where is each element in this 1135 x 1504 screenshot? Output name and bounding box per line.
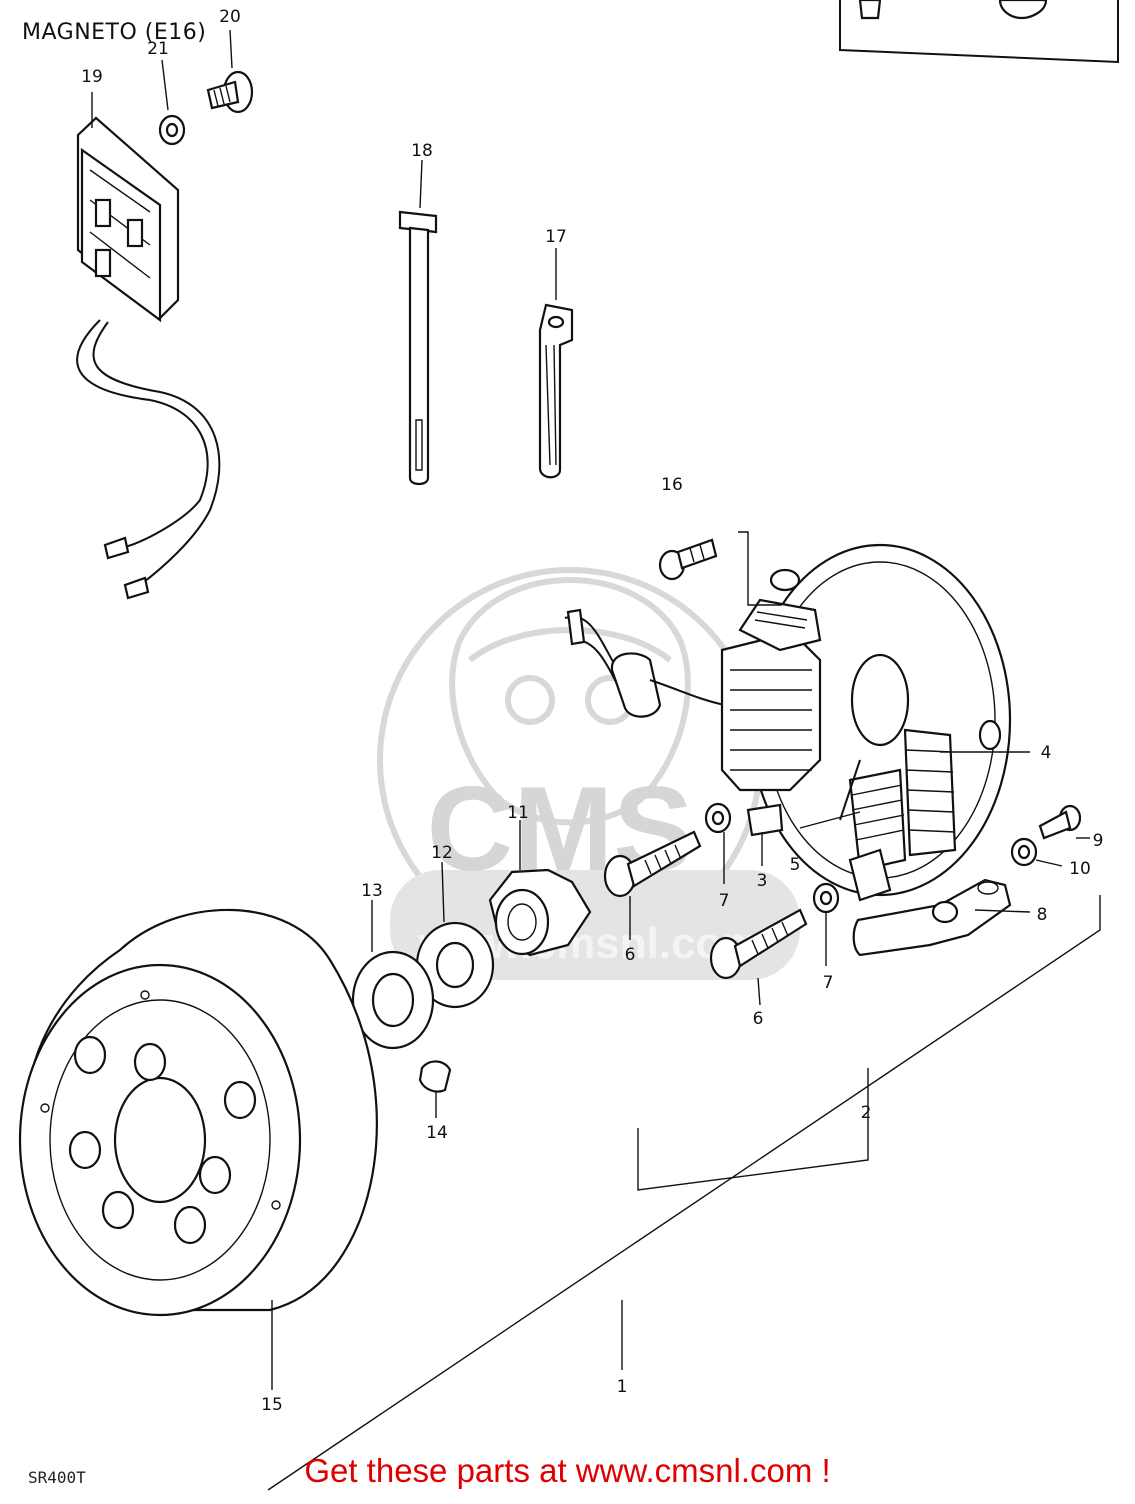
part-9-screw xyxy=(1038,804,1082,840)
part-7-washer-upper xyxy=(704,802,732,834)
callout-10: 10 xyxy=(1069,859,1091,879)
part-14-washer xyxy=(351,950,435,1050)
model-code: SR400T xyxy=(28,1468,86,1487)
part-17-wire-clamp xyxy=(538,303,574,479)
callout-4: 4 xyxy=(1041,743,1052,763)
callout-7-upper: 7 xyxy=(719,891,730,911)
callout-3: 3 xyxy=(757,871,768,891)
part-16-screw xyxy=(658,538,718,581)
part-12-nut xyxy=(488,868,592,957)
callout-6-upper: 6 xyxy=(625,945,636,965)
callout-17: 17 xyxy=(545,227,567,247)
part-21-lock-washer xyxy=(158,114,186,146)
callout-20: 20 xyxy=(219,7,241,27)
callout-5: 5 xyxy=(790,855,801,875)
callout-21: 21 xyxy=(147,39,169,59)
leader-lines xyxy=(91,29,1101,1491)
callout-14: 13 xyxy=(361,881,383,901)
stator-assembly xyxy=(564,543,1012,957)
callout-7-lower: 7 xyxy=(823,973,834,993)
callout-12: 11 xyxy=(507,803,529,823)
part-20-screw xyxy=(206,70,254,114)
callout-18: 18 xyxy=(411,141,433,161)
callout-16: 16 xyxy=(661,475,683,495)
part-10-washer xyxy=(1010,837,1038,867)
callout-11: 15 xyxy=(261,1395,283,1415)
corner-mark-left xyxy=(858,0,882,20)
footer-link[interactable]: Get these parts at www.cmsnl.com ! xyxy=(304,1452,831,1489)
part-6-screw-lower xyxy=(709,908,808,980)
part-11-flywheel-rotor xyxy=(18,908,378,1317)
part-7-washer-lower xyxy=(812,882,840,914)
corner-frame xyxy=(839,0,1119,64)
callout-13: 12 xyxy=(431,843,453,863)
callout-9: 9 xyxy=(1093,831,1104,851)
callout-15: 14 xyxy=(426,1123,448,1143)
corner-mark-right xyxy=(998,0,1048,20)
diagram-title: MAGNETO (E16) xyxy=(22,20,207,45)
callout-6-lower: 6 xyxy=(753,1009,764,1029)
callout-19: 19 xyxy=(81,67,103,87)
callout-8: 8 xyxy=(1037,905,1048,925)
part-15-woodruff-key xyxy=(418,1060,452,1093)
callout-labels: 19 20 21 18 17 16 4 3 5 7 7 6 6 8 9 10 1… xyxy=(81,7,1103,1415)
part-6-screw-upper xyxy=(603,830,702,898)
part-18-cable-tie xyxy=(398,210,438,486)
part-19-cdi-unit xyxy=(76,116,221,600)
callout-1: 1 xyxy=(617,1377,628,1397)
callout-2: 2 xyxy=(861,1103,872,1123)
